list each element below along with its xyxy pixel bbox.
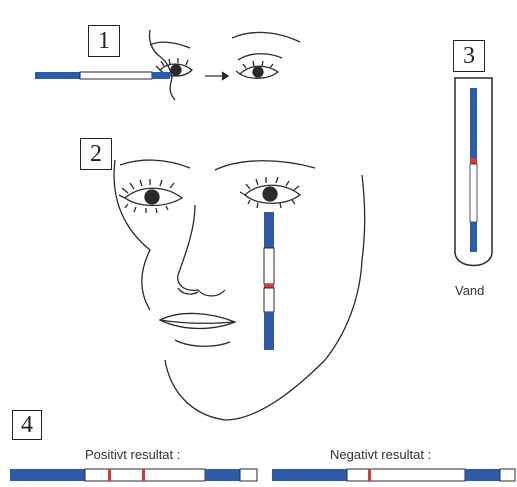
step-2-number: 2 [90,141,102,168]
positive-result-label: Positivt resultat : [85,447,180,462]
step-4-box: 4 [12,410,42,440]
panel-3-tube [455,78,492,266]
step-3-box: 3 [453,40,485,72]
water-label: Vand [455,283,484,298]
step-2-box: 2 [80,138,112,170]
strip-panel-1 [35,72,170,79]
positive-result-strip [10,469,257,481]
strip-panel-2 [264,212,274,350]
step-1-box: 1 [88,25,120,57]
panel-2-illustration [114,160,365,420]
negative-result-label: Negativt resultat : [330,447,431,462]
step-1-number: 1 [98,28,110,55]
step-3-number: 3 [463,43,475,70]
panel-1-illustration [149,30,300,100]
step-4-number: 4 [21,412,33,439]
negative-result-strip [272,469,515,481]
